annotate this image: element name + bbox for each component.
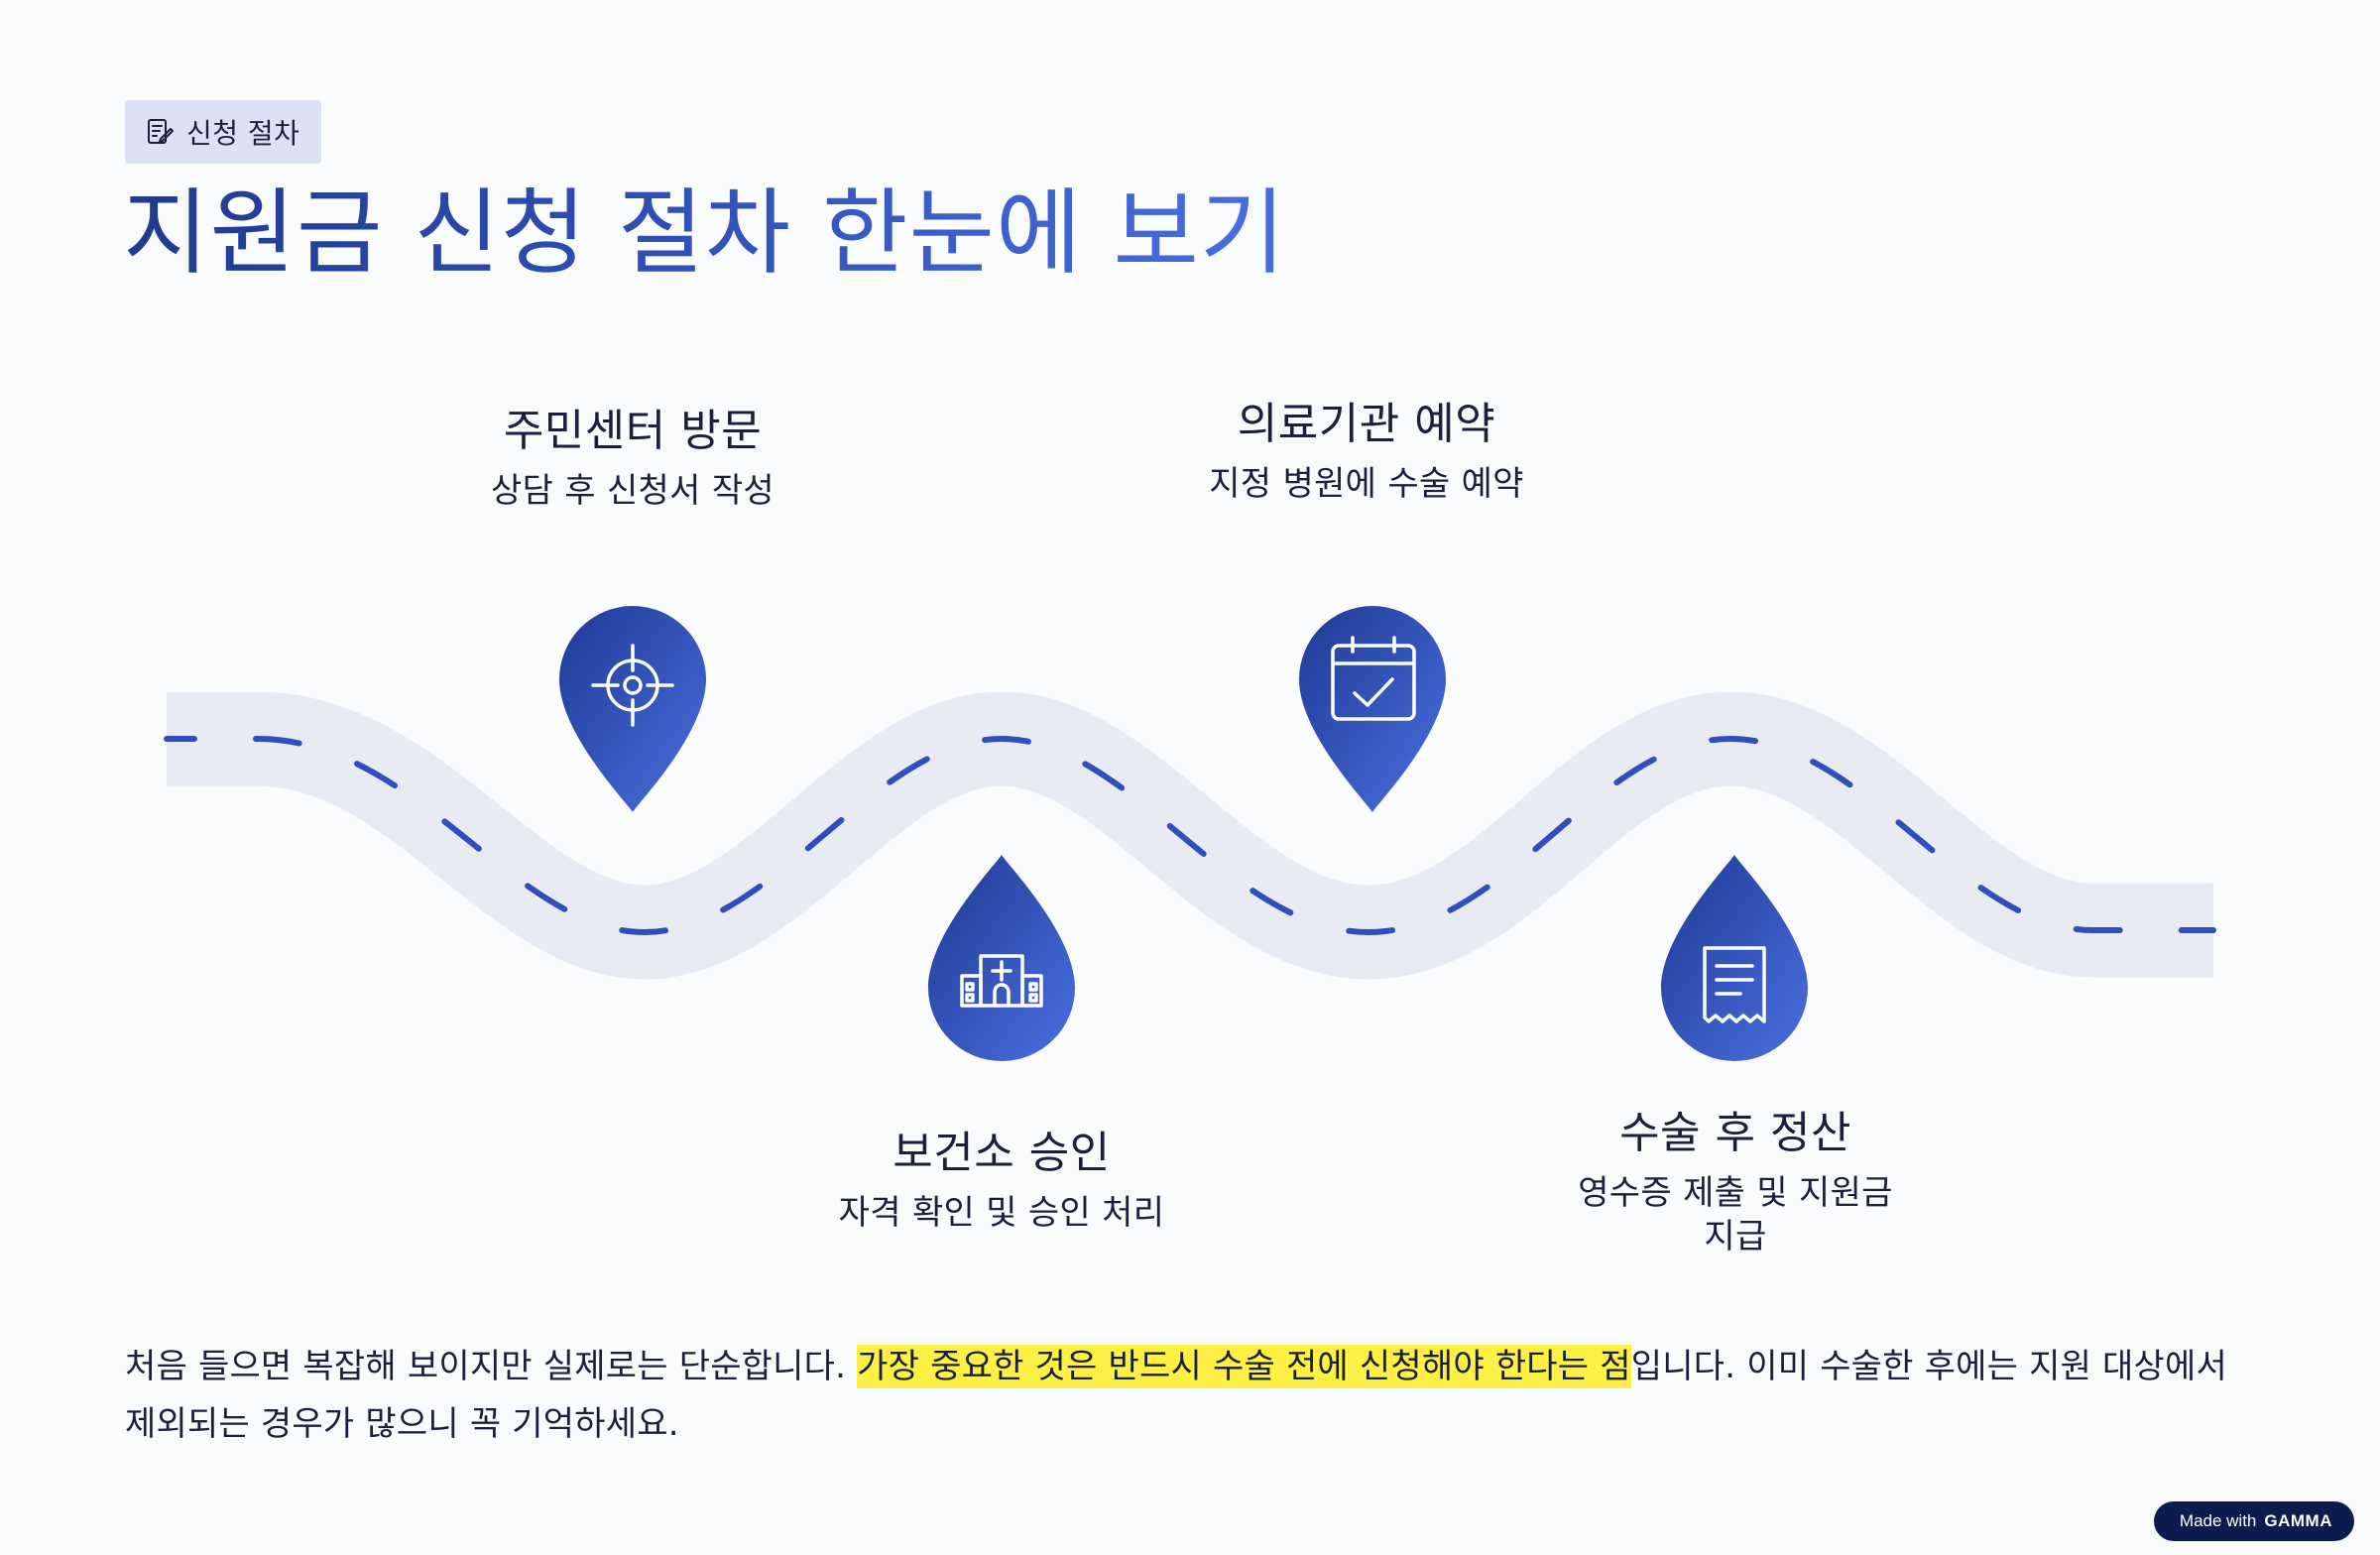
step-3-description: 지정 병원에 수술 예약 (1209, 464, 1524, 505)
step-1-pin (551, 594, 714, 814)
step-4-description: 영수증 제출 및 지원금 지급 (1578, 1173, 1893, 1257)
step-4-pin (1653, 853, 1816, 1073)
receipt-icon (1703, 946, 1766, 1023)
step-2-description: 자격 확인 및 승인 처리 (838, 1193, 1165, 1234)
summary-note-highlight: 가장 중요한 것은 반드시 수술 전에 신청해야 한다는 점 (857, 1345, 1631, 1388)
badge-made-with-label: Made with (2179, 1511, 2257, 1530)
step-2-pin (920, 853, 1083, 1073)
gamma-logo: GAMMA (2264, 1511, 2332, 1530)
step-1-text: 주민센터 방문 상담 후 신청서 작성 (424, 403, 841, 513)
hospital-icon (960, 954, 1043, 1008)
step-3-title: 의료기관 예약 (1237, 399, 1496, 449)
step-4-text: 수술 후 정산 영수증 제출 및 지원금 지급 (1527, 1105, 1944, 1259)
step-3-pin (1291, 594, 1454, 814)
document-edit-icon (145, 117, 175, 147)
summary-note: 처음 들으면 복잡해 보이지만 실제로는 단순합니다. 가장 중요한 것은 반드… (125, 1338, 2267, 1453)
section-tag-label: 신청 절차 (186, 117, 300, 150)
step-2-text: 보건소 승인 자격 확인 및 승인 처리 (793, 1125, 1210, 1235)
summary-note-intro: 처음 들으면 복잡해 보이지만 실제로는 단순합니다. (125, 1347, 858, 1386)
step-4-title: 수술 후 정산 (1619, 1108, 1851, 1158)
step-3-text: 의료기관 예약 지정 병원에 수술 예약 (1158, 396, 1575, 506)
section-tag: 신청 절차 (125, 100, 322, 164)
page-title: 지원금 신청 절차 한눈에 보기 (123, 179, 1286, 291)
calendar-check-icon (1331, 636, 1416, 721)
step-2-title: 보건소 승인 (892, 1128, 1111, 1178)
summary-note-outro: 입니다. 이미 수술한 후에는 지원 대상에서 제외되는 경우가 많으니 꼭 기… (125, 1347, 2227, 1444)
step-1-title: 주민센터 방문 (503, 406, 763, 456)
crosshair-icon (591, 644, 674, 727)
step-1-description: 상담 후 신청서 작성 (491, 471, 774, 512)
made-with-gamma-badge[interactable]: Made with GAMMA (2153, 1501, 2354, 1541)
